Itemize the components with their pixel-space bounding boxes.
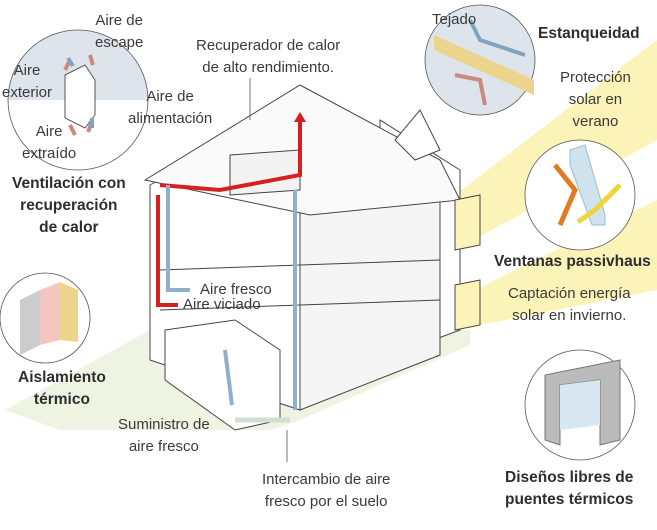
heat-exchanger-icon: [64, 64, 96, 129]
label-line: Aire de: [146, 88, 194, 105]
label-line: Aire: [13, 62, 41, 79]
upper-window: [454, 194, 481, 251]
label-line: Recuperador de calor: [196, 37, 341, 54]
label-line: verano: [572, 113, 619, 130]
label-line: solar en: [568, 91, 623, 108]
cool-duct: [166, 185, 297, 410]
label-line: aire fresco: [128, 438, 199, 455]
roof-dormer: [394, 109, 441, 161]
label-aire-alimentacion: Aire de alimentación: [128, 86, 212, 130]
label-suministro: Suministro de aire fresco: [118, 414, 210, 458]
ventilation-detail-circle: [8, 30, 148, 100]
label-aire-viciado: Aire viciado: [183, 296, 261, 313]
warm-duct: [156, 115, 302, 307]
label-line: Protección: [560, 69, 631, 86]
label-line: puentes térmicos: [505, 491, 634, 508]
label-line: Aislamiento: [18, 369, 106, 386]
label-recuperador: Recuperador de calor de alto rendimiento.: [196, 35, 340, 79]
label-line: Aire: [35, 123, 63, 140]
window-detail-circle: [524, 139, 636, 251]
arrow-up-icon: [294, 112, 306, 122]
label-disenos: Diseños libres de puentes térmicos: [505, 467, 633, 511]
label-line: solar en invierno.: [512, 307, 627, 324]
label-aire-extraido: Aire extraído: [22, 121, 76, 165]
label-line: Captación energía: [508, 285, 631, 302]
label-line: térmico: [33, 391, 90, 408]
label-intercambio: Intercambio de aire fresco por el suelo: [262, 469, 390, 513]
label-estanqueidad: Estanqueidad: [538, 25, 640, 42]
label-line: Suministro de: [118, 416, 210, 433]
label-aire-escape: Aire de escape: [95, 10, 143, 54]
label-proteccion: Protección solar en verano: [560, 67, 631, 133]
label-line: exterior: [2, 84, 53, 101]
label-line: de calor: [39, 219, 99, 236]
label-line: recuperación: [20, 197, 118, 214]
label-line: extraído: [22, 145, 77, 162]
label-line: Intercambio de aire: [262, 471, 391, 488]
roof: [143, 84, 461, 216]
lower-window: [454, 279, 481, 331]
summer-sun-beam: [455, 40, 657, 250]
label-line: escape: [95, 34, 144, 51]
label-tejado: Tejado: [432, 11, 477, 28]
label-line: Diseños libres de: [505, 469, 634, 486]
glass-pane: [569, 144, 606, 226]
label-line: de alto rendimiento.: [202, 59, 334, 76]
label-line: alimentación: [128, 110, 213, 127]
label-aire-exterior: Aire exterior: [2, 60, 52, 104]
label-line: Ventilación con: [12, 175, 126, 192]
label-ventilacion: Ventilación con recuperación de calor: [12, 173, 126, 239]
roof-insulation-layer: [434, 35, 534, 95]
label-captacion: Captación energía solar en invierno.: [508, 283, 631, 327]
label-line: Aire de: [95, 12, 143, 29]
heat-recovery-unit: [229, 149, 301, 196]
label-aire-fresco: Aire fresco: [200, 281, 272, 298]
label-line: fresco por el suelo: [264, 493, 388, 510]
label-ventanas: Ventanas passivhaus: [494, 253, 651, 270]
label-aislamiento: Aislamiento térmico: [18, 367, 106, 411]
